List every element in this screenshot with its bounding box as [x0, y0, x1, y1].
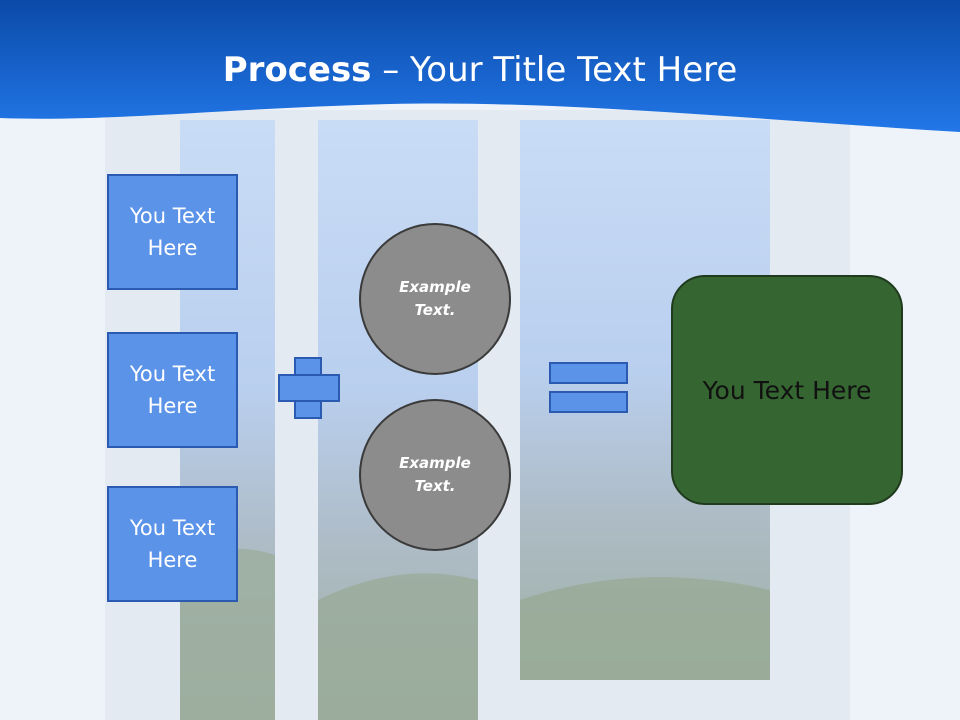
plus-sign-center	[296, 376, 320, 400]
title-bold: Process	[222, 50, 372, 90]
input-box-2: You Text Here	[107, 332, 238, 448]
operand-circle-2: Example Text.	[359, 399, 511, 551]
input-box-3: You Text Here	[107, 486, 238, 602]
input-box-1: You Text Here	[107, 174, 238, 290]
title-rest: – Your Title Text Here	[371, 50, 738, 90]
result-box: You Text Here	[671, 275, 903, 505]
equals-bar-bottom	[549, 391, 628, 413]
operand-circle-1: Example Text.	[359, 223, 511, 375]
slide-title: Process – Your Title Text Here	[0, 50, 960, 90]
equals-bar-top	[549, 362, 628, 384]
